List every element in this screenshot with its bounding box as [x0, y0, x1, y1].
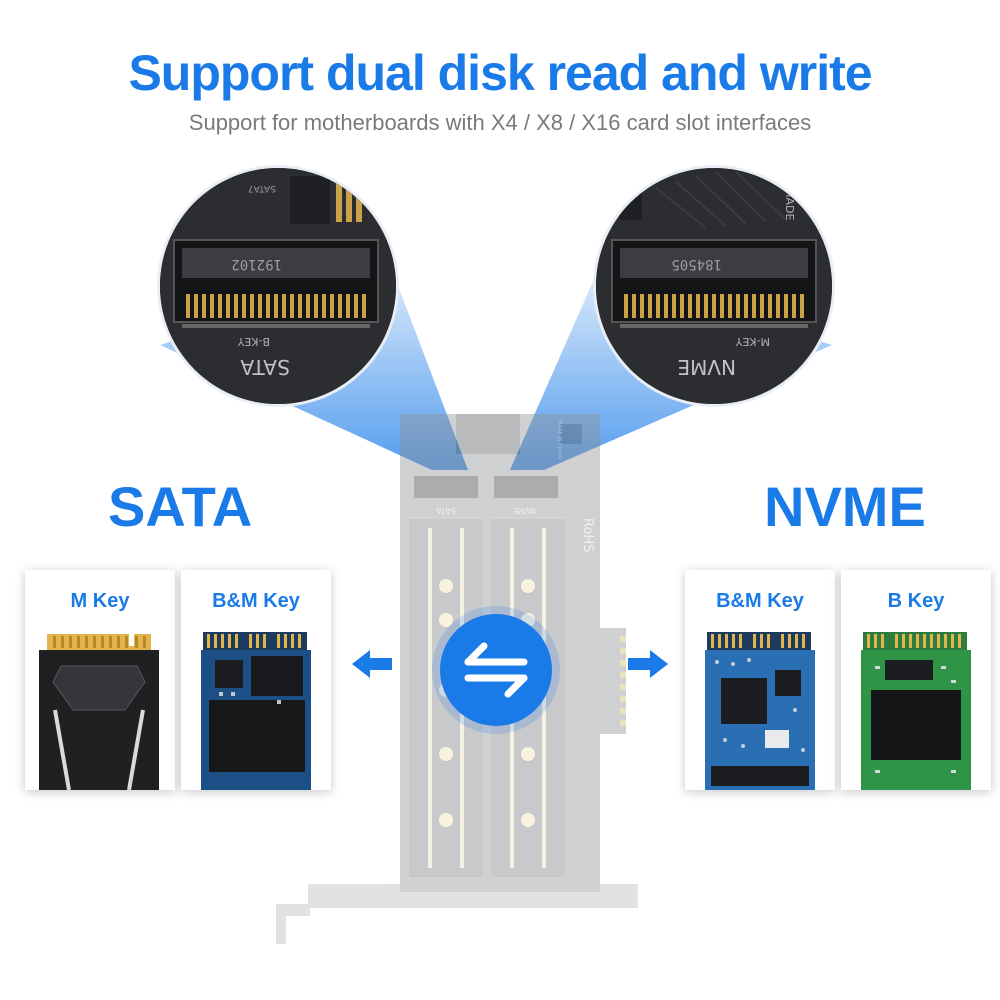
zoom-slot-name-nvme: NVME: [677, 355, 736, 379]
tile-bm-key-sata: B&M Key: [181, 570, 331, 790]
arrow-left-icon: [352, 650, 392, 678]
tile-m-key: M Key: [25, 570, 175, 790]
tile-label: B&M Key: [212, 590, 300, 612]
zoom-key-label: B-KEY: [237, 335, 270, 348]
sata-title: SATA: [108, 475, 253, 538]
zoom-slot-name: SATA: [240, 355, 290, 379]
tile-label: B Key: [887, 590, 945, 612]
ssd-heatsink-image: [39, 632, 159, 790]
ssd-nvme-blue-image: [705, 632, 815, 790]
ssd-blue-image: [201, 632, 311, 790]
swap-arrows-icon: [464, 642, 528, 698]
tile-label: B&M Key: [716, 590, 804, 612]
zoom-slot-code-nvme: 184505: [671, 256, 722, 272]
nvme-title: NVME: [764, 475, 926, 538]
zoom-made-label: MADE: [783, 188, 796, 220]
card-made-label: MADE IN CHINA: [556, 420, 562, 460]
tile-label: M Key: [70, 590, 130, 612]
zoom-circle-sata: SATA7 192102 B-KEY SATA: [160, 168, 396, 404]
swap-badge: [440, 614, 552, 726]
card-left-slot-label: SATA: [436, 506, 456, 515]
zoom-circle-nvme: MADE 184505 M-KEY NVME: [596, 168, 832, 404]
card-rohs-label: RoHS: [580, 518, 595, 552]
zoom-port-label: SATA7: [248, 183, 276, 193]
ssd-green-image: [861, 632, 971, 790]
zoom-slot-code: 192102: [231, 256, 282, 272]
arrow-right-icon: [628, 650, 668, 678]
tile-b-key: B Key: [841, 570, 991, 790]
card-right-slot-label: NVME: [513, 506, 536, 515]
zoom-key-label-nvme: M-KEY: [735, 335, 770, 348]
page-title: Support dual disk read and write: [128, 45, 872, 101]
page-subtitle: Support for motherboards with X4 / X8 / …: [188, 110, 812, 135]
tile-bm-key-nvme: B&M Key: [685, 570, 835, 790]
